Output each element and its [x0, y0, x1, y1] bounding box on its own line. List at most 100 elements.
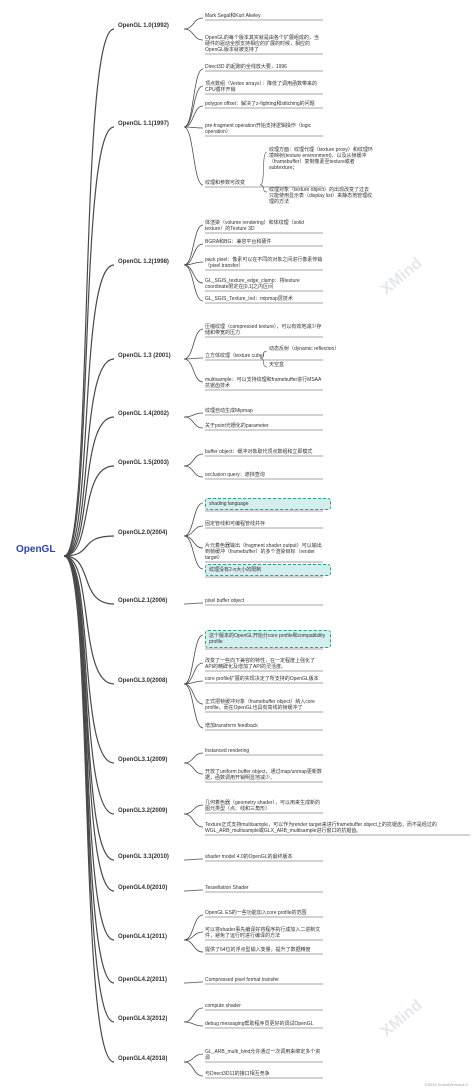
connector-line: [183, 752, 204, 764]
connector-line: [183, 17, 204, 30]
connector-line: [183, 981, 204, 984]
leaf-topic[interactable]: Mark Segal和Kurt Akeley: [205, 13, 261, 19]
version-topic[interactable]: OpenGL3.0(2008): [118, 678, 168, 684]
leaf-topic[interactable]: 纹理和参数可改变: [205, 180, 246, 186]
connector-line: [183, 634, 204, 685]
sub-topic[interactable]: 纹理方面：纹理代理（texture proxy）和纹理环境映射(texture …: [269, 147, 373, 171]
connector-line: [183, 680, 204, 685]
version-topic[interactable]: OpenGL 1.2(1998): [118, 259, 169, 265]
version-topic[interactable]: OpenGL 1.4(2002): [118, 411, 169, 417]
leaf-topic[interactable]: 改变了一些向下兼容的特性，在一定程度上强化了API的精辟化及增加了API的灵活度…: [205, 658, 316, 670]
connector-line: [183, 762, 204, 775]
connector-line: [183, 858, 204, 861]
connector-line: [63, 535, 115, 557]
version-topic[interactable]: OpenGL2.0(2004): [118, 530, 168, 536]
leaf-topic[interactable]: OpenGL的每个版本其实就是由各个扩展组成的，当硬件的驱动全部支持相应的扩展的…: [205, 35, 319, 53]
version-topic[interactable]: OpenGL2.1(2006): [118, 598, 168, 604]
version-topic[interactable]: OpenGL 1.3 (2001): [118, 353, 171, 359]
leaf-topic[interactable]: pixel buffer object: [205, 598, 245, 604]
footer-mark: ©2019 XmindVersion4.0: [424, 1082, 468, 1087]
leaf-topic[interactable]: GL_SGIS_texture_edge_clamp：将texture coor…: [205, 278, 300, 290]
sub-topic[interactable]: 动态反射（dynamic reflection）: [269, 346, 340, 352]
connector-line: [183, 535, 204, 549]
leaf-topic[interactable]: polygon offset：解决了z-fighting和stitching的问…: [205, 101, 315, 107]
leaf-topic[interactable]: pre-fragment operation开始支持逻辑操作（logic ope…: [205, 123, 312, 135]
version-topic[interactable]: OpenGL3.1(2009): [118, 757, 168, 763]
leaf-topic[interactable]: 关于point光栅化的parameter: [205, 423, 269, 429]
leaf-topic[interactable]: compute shader: [205, 1003, 241, 1009]
leaf-topic[interactable]: 可以将shader事先编译好将程序执行成加入二进制文件，避免了运行时进行编译的方…: [205, 927, 321, 939]
leaf-topic[interactable]: buffer object：缓冲对象取代顶点数组和立即模式: [205, 449, 313, 455]
version-topic[interactable]: OpenGL 1.0(1992): [118, 23, 169, 29]
connector-line: [183, 1061, 204, 1077]
connector-line: [183, 105, 204, 128]
leaf-topic[interactable]: 这个版本的OpenGL开始分core profile和compatibility…: [205, 630, 331, 648]
leaf-topic[interactable]: GL_SGIS_Texture_lod：mipmap层技术: [205, 296, 293, 302]
leaf-topic[interactable]: debug messaging帮助程序员更好的调试OpenGL: [205, 1021, 314, 1027]
version-topic[interactable]: OpenGL4.2(2011): [118, 977, 168, 983]
leaf-topic[interactable]: 正式把帧缓冲对象（framebuffer object）纳入core profi…: [205, 699, 315, 711]
leaf-topic[interactable]: pack pixel：像素可以在不同的对象之间进行像素传输（pixel tran…: [205, 257, 323, 269]
connector-line: [63, 555, 115, 1063]
leaf-topic[interactable]: OpenGL ES的一些功能加入core profile的范围: [205, 910, 307, 916]
leaf-topic[interactable]: 提供了64位的浮点型输入变量，提升了数据精度: [205, 947, 311, 953]
connector-line: [183, 416, 204, 429]
leaf-topic[interactable]: 顶点数组（Vertex arrays）：降低了调用函数带来的CPU循环开销: [205, 81, 317, 93]
leaf-topic[interactable]: Compressed pixel format transfer: [205, 977, 279, 983]
leaf-topic[interactable]: GL_ARB_multi_bind允许通过一次调用来绑定多个资源: [205, 1049, 321, 1061]
leaf-topic[interactable]: core profile扩展的实现决定了所支持的OpenGL版本: [205, 676, 319, 682]
version-topic[interactable]: OpenGL4.4(2018): [118, 1056, 168, 1062]
connector-line: [183, 502, 204, 537]
version-topic[interactable]: OpenGL4.1(2011): [118, 934, 168, 940]
version-topic[interactable]: OpenGL 1.1(1997): [118, 121, 169, 127]
connector-line: [63, 358, 115, 557]
connector-line: [183, 1007, 204, 1023]
connector-line: [259, 350, 268, 359]
leaf-topic[interactable]: 固定管线和可编程管线并存: [205, 521, 266, 527]
version-topic[interactable]: OpenGL 3.3(2010): [118, 854, 169, 860]
leaf-topic[interactable]: BGRA和BG：兼容平台和硬件: [205, 239, 272, 245]
connector-line: [183, 1053, 204, 1063]
version-topic[interactable]: OpenGL4.3(2012): [118, 1016, 168, 1022]
root-topic[interactable]: OpenGL: [16, 544, 56, 555]
version-topic[interactable]: OpenGL4.0(2010): [118, 885, 168, 891]
leaf-topic[interactable]: 纹理自动生成Mipmap: [205, 408, 253, 414]
leaf-topic[interactable]: occlusion query：遮挡查询: [205, 472, 265, 478]
leaf-topic[interactable]: Direct3D 的起跑的全线放大要，1996: [205, 64, 287, 70]
connector-line: [63, 28, 115, 557]
connector-line: [183, 357, 204, 360]
connector-line: [63, 264, 115, 557]
leaf-topic[interactable]: multisample：可以支持纹理和framebuffer进行MSAA抗锯齿技…: [205, 377, 322, 389]
connector-line: [183, 939, 204, 953]
leaf-topic[interactable]: Instanced rendering: [205, 748, 250, 754]
connector-line: [183, 85, 204, 128]
leaf-topic[interactable]: 开放了uniform buffer object，通过map/unmap更新数据…: [205, 769, 322, 781]
leaf-topic[interactable]: shading language: [205, 498, 331, 510]
version-topic[interactable]: OpenGL 1.5(2003): [118, 460, 169, 466]
leaf-topic[interactable]: Tessellation Shader: [205, 885, 249, 891]
leaf-topic[interactable]: 增加transform feedback: [205, 723, 258, 729]
connector-line: [183, 264, 204, 302]
sub-topic[interactable]: 天空盒: [269, 362, 285, 368]
leaf-topic[interactable]: 立方体纹理（texture cube）: [205, 353, 268, 359]
leaf-topic[interactable]: Texture正式支持multisample，可以作为render target…: [205, 822, 437, 834]
leaf-topic[interactable]: 纹理没有2-n大小的限制: [205, 564, 331, 576]
connector-line: [183, 683, 204, 729]
connector-line: [183, 535, 204, 570]
connector-line: [63, 555, 115, 685]
connector-line: [183, 264, 204, 284]
version-topic[interactable]: OpenGL3.2(2009): [118, 808, 168, 814]
connector-line: [183, 889, 204, 892]
leaf-topic[interactable]: 压缩纹理（compressed texture），可以有效地减少存储和带宽的压力: [205, 324, 322, 336]
connector-line: [183, 1021, 204, 1027]
leaf-topic[interactable]: 与Direct3D11的接口相互竞争: [205, 1071, 270, 1077]
leaf-topic[interactable]: 体渲染（volume rendering）和体纹理（solid texture）…: [205, 220, 304, 232]
connector-line: [259, 184, 268, 193]
leaf-topic[interactable]: 几何着色器（geometry shader），可以用来生成新的图元类型（点、线和…: [205, 800, 321, 812]
connector-line: [183, 914, 204, 941]
sub-topic[interactable]: 纹理对象（texture object）的出现改变了过去只能使用显示表（disp…: [269, 187, 373, 205]
leaf-topic[interactable]: 片元着色器输出（fragment shader output）可以输出到帧缓冲（…: [205, 543, 322, 561]
leaf-topic[interactable]: shader model 4.0的OpenGL的最终版本: [205, 854, 293, 860]
connector-line: [183, 28, 204, 41]
